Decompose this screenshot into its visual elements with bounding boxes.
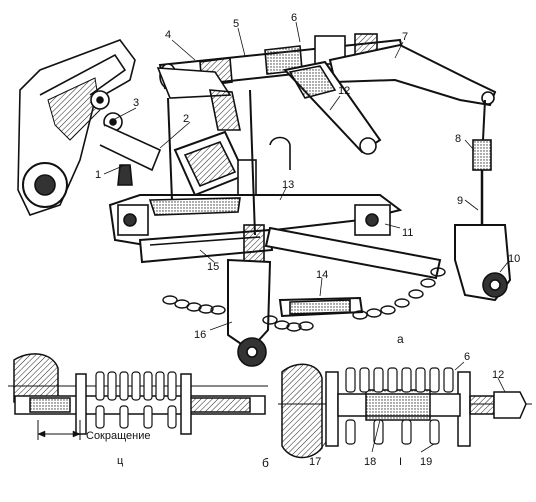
callout-3: 3 — [133, 97, 139, 109]
sublabel-i: I — [399, 456, 402, 468]
lower-link-right — [264, 204, 442, 280]
callout-8: 8 — [455, 133, 461, 145]
left-lift-rod — [167, 89, 265, 266]
right-lift-rod — [454, 99, 512, 302]
panel-label-b: б — [262, 456, 269, 470]
leader-lines — [103, 21, 509, 331]
callout-16: 16 — [194, 329, 206, 341]
hitch-assembly-drawing — [17, 33, 512, 367]
panel-label-a: а — [397, 332, 404, 346]
callout-18: 18 — [364, 456, 376, 468]
callout-12-detail: 12 — [492, 369, 504, 381]
callout-2: 2 — [183, 113, 189, 125]
callout-6: 6 — [291, 12, 297, 24]
callout-1: 1 — [95, 169, 101, 181]
callout-4: 4 — [165, 29, 171, 41]
right-lift-arm — [328, 43, 497, 107]
callout-9: 9 — [457, 195, 463, 207]
callout-6-detail: 6 — [464, 351, 470, 363]
shortening-label: Сокращение — [86, 430, 151, 442]
callout-19: 19 — [420, 456, 432, 468]
callout-5: 5 — [233, 18, 239, 30]
callout-17: 17 — [309, 456, 321, 468]
lower-link-left — [138, 228, 274, 264]
callout-10: 10 — [508, 253, 520, 265]
shortening-detail-drawing — [8, 353, 268, 440]
callout-11: 11 — [402, 227, 413, 239]
callout-15: 15 — [207, 261, 219, 273]
left-lift-arm — [156, 67, 241, 131]
limiting-chain — [162, 267, 446, 332]
callout-7: 7 — [402, 31, 408, 43]
lower-hitch-link — [227, 258, 272, 367]
stabilizer-turnbuckle — [278, 296, 364, 318]
callout-14: 14 — [316, 269, 328, 281]
callout-13: 13 — [282, 179, 294, 191]
turnbuckle-section-drawing — [278, 361, 532, 459]
callout-12: 12 — [338, 85, 350, 97]
sublabel-u: ц — [117, 455, 124, 467]
mounting-bracket — [17, 39, 162, 216]
callout-labels: 1 2 3 4 5 6 7 8 9 10 11 12 13 14 15 16 а — [95, 12, 520, 346]
